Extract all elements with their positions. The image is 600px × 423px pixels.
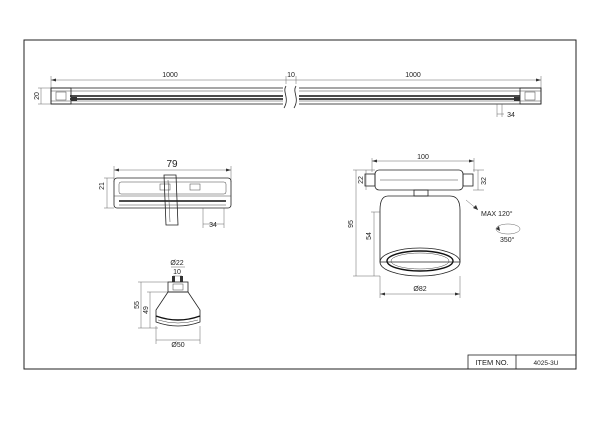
spot-dim-adapter-h: 22 [358, 176, 365, 184]
title-item-value: 4025-3U [534, 360, 559, 367]
title-block: ITEM NO. 4025-3U [467, 354, 577, 370]
connector-dim-length: 79 [166, 159, 178, 170]
rail-dim-left: 1000 [162, 72, 178, 79]
rail-dim-end: 34 [507, 112, 515, 119]
spotlight-view: 100 22 32 95 54 Ø82 [348, 154, 521, 298]
title-item-label: ITEM NO. [475, 358, 508, 367]
connector-dim-height: 21 [99, 182, 106, 190]
spot-dim-head: 54 [366, 232, 373, 240]
spot-dim-diameter: Ø82 [413, 286, 426, 293]
spot-dim-adapter: 100 [417, 154, 429, 161]
rail-dim-gap: 10 [287, 72, 295, 79]
lamp-dim-top: Ø22 [170, 260, 183, 267]
lamp-dim-total: 55 [134, 301, 141, 309]
spot-dim-total: 95 [348, 220, 355, 228]
lamp-view: Ø22 10 55 49 Ø50 [134, 260, 201, 349]
connector-view: 79 21 34 [99, 159, 232, 229]
spot-rotate-label: 350° [500, 236, 515, 244]
spot-tilt-label: MAX 120° [481, 210, 513, 218]
lamp-dim-neck: 10 [173, 269, 181, 276]
drawing-border [23, 39, 577, 370]
lamp-dim-body: 49 [143, 306, 150, 314]
track-rail-view: 1000 10 1000 20 34 [34, 72, 542, 119]
connector-dim-width: 34 [209, 222, 217, 229]
rail-dim-height: 20 [34, 92, 41, 100]
rotate-icon [495, 223, 521, 235]
rail-dim-right: 1000 [405, 72, 421, 79]
spot-dim-adapter-r: 32 [481, 177, 488, 185]
lamp-dim-diameter: Ø50 [171, 342, 184, 349]
